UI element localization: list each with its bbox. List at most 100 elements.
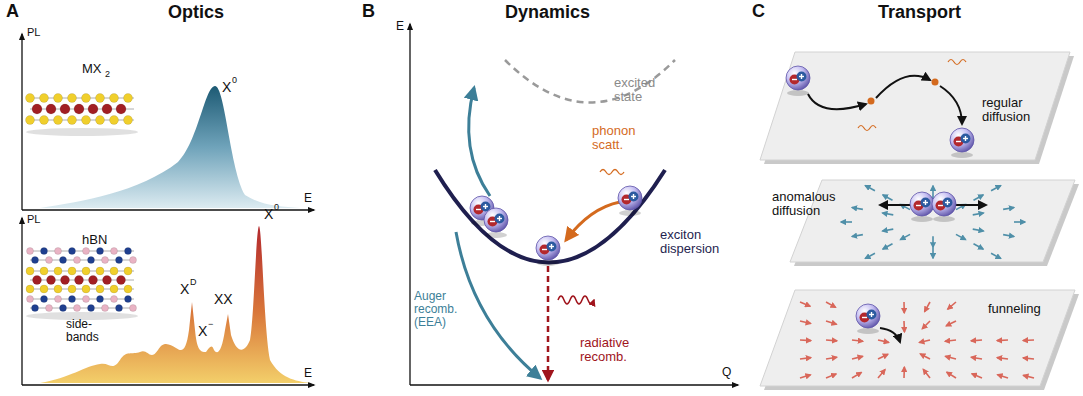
peak-label: X [198,324,207,339]
superscript: − [208,320,213,330]
lattice-atom [124,285,132,293]
lattice-atom [54,94,63,103]
lattice-atom [54,267,62,275]
lattice-atom [102,305,109,312]
field-arrow [903,302,905,313]
lattice-atom [74,305,81,312]
lattice-atom [27,248,34,255]
lattice-atom [82,116,91,125]
sideband-label: side- bands [66,318,110,344]
lattice-atom [47,276,56,285]
axis [21,34,22,210]
lattice-atom [26,267,34,275]
field-arrow [826,339,837,341]
funnel-arrow [880,328,900,342]
lattice-atom [74,104,84,114]
axis-label: E [304,192,312,205]
peak-label: X [222,80,231,95]
lattice-atom [124,116,133,125]
exciton [786,66,810,96]
lattice-atom [60,104,70,114]
lattice-atom [124,94,133,103]
field-arrow [932,186,934,197]
scattering-point [932,79,939,86]
lattice-atom [69,296,76,303]
exciton [950,128,974,158]
field-arrow [882,213,893,215]
transport-label: funneling [988,302,1041,316]
exciton [932,192,956,222]
lattice-atom [68,116,77,125]
phonon-squiggle [600,170,624,175]
exciton [856,304,880,334]
field-arrow [972,374,982,378]
auger-arrow [456,232,540,378]
field-arrow [956,234,966,239]
exciton [618,186,642,216]
lattice-atom [102,257,109,264]
lattice-atom [54,285,62,293]
lattice-atom [82,285,90,293]
lattice-atom [88,257,95,264]
diffusion-arrow [808,94,866,109]
lattice-atom [82,267,90,275]
exciton [484,208,508,238]
panel-title: Dynamics [505,3,590,23]
process-label: phonon scatt. [592,124,654,153]
scattering-point [868,98,875,105]
axis [22,384,314,385]
lattice-atom [96,285,104,293]
phonon-squiggle [858,126,876,131]
field-arrow [841,221,852,223]
lattice-atom [116,257,123,264]
lattice-atom [26,116,35,125]
lattice-atom [96,94,105,103]
field-arrow [948,302,956,309]
lattice-atom [97,296,104,303]
panel-divider [741,8,743,392]
lattice-atom [69,248,76,255]
lattice-atom [111,296,118,303]
lattice-atom [46,305,53,312]
field-arrow [903,367,905,378]
transport-label: anomalous diffusion [772,190,852,219]
field-arrow [974,195,984,200]
lattice-atom [110,116,119,125]
plane [760,290,1075,386]
peak-label: XX [214,292,233,307]
field-arrow [923,369,930,378]
exciton [536,236,560,266]
field-arrow [852,372,861,378]
lattice-atom [125,296,132,303]
lattice-atom [88,104,98,114]
lattice-atom [26,94,35,103]
field-arrow [1023,339,1034,341]
field-arrow [878,354,888,359]
superscript: 0 [232,76,237,86]
process-label: radiative recomb. [580,336,652,365]
lattice-atom [26,285,34,293]
lattice-atom [102,104,112,114]
field-arrow [991,186,1001,191]
lattice-atom [96,116,105,125]
field-arrow [800,302,810,306]
field-arrow [800,375,811,378]
lattice-atom [55,296,62,303]
lattice-atom [60,257,67,264]
field-arrow [971,339,982,341]
pl-spectrum [40,86,300,208]
panel-letter: C [752,2,765,22]
field-arrow [852,356,863,359]
lattice-atom [68,285,76,293]
pl-spectrum [40,226,310,383]
exciton [910,192,934,222]
field-arrow [1003,207,1014,209]
phonon-squiggle [948,60,966,65]
panel-letter: B [362,2,375,22]
field-arrow [826,374,836,378]
lattice-atom [83,248,90,255]
field-arrow [991,253,1001,258]
lattice-atom [32,257,39,264]
panel-divider [351,8,353,392]
